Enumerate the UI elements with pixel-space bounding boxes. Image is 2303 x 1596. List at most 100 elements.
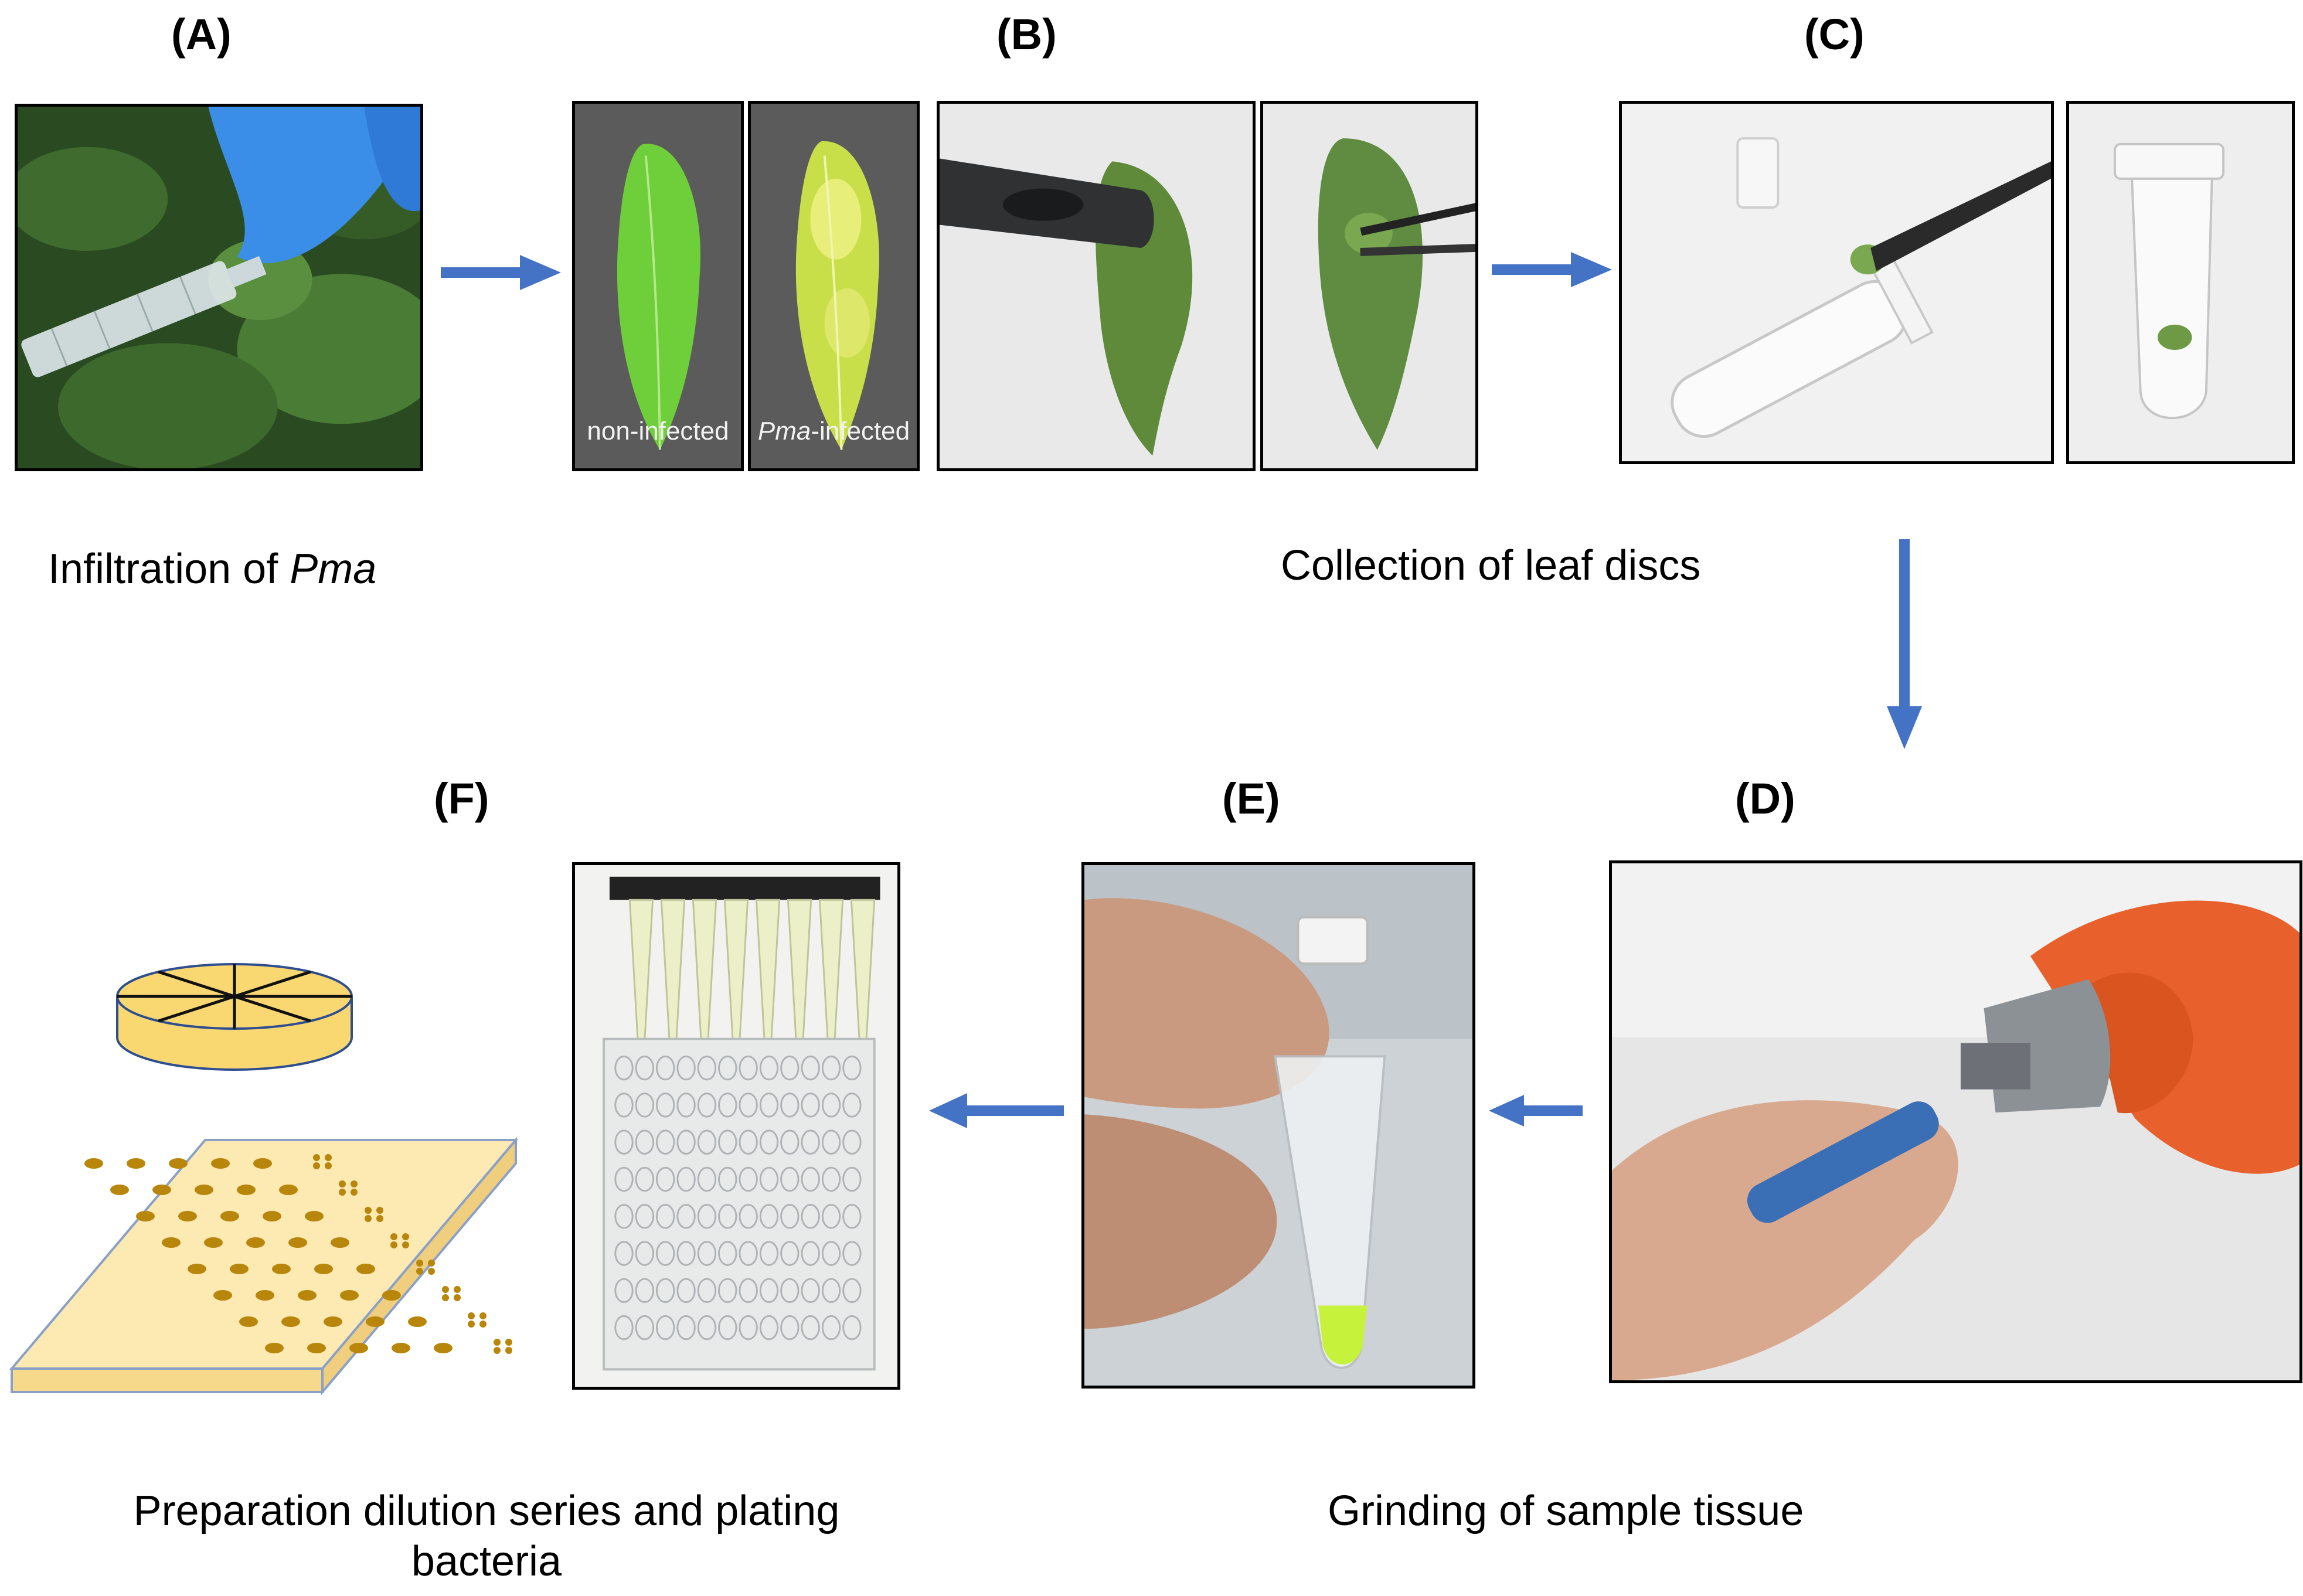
well [739, 1129, 758, 1155]
well [842, 1055, 862, 1081]
well [780, 1315, 800, 1340]
well [614, 1093, 634, 1118]
well [842, 1241, 862, 1266]
arrow-down-icon [1887, 539, 1922, 749]
well [614, 1278, 634, 1304]
colony-spot [331, 1237, 349, 1248]
colony-spot [195, 1185, 213, 1195]
colony-spot [494, 1339, 501, 1346]
colony-spot [152, 1185, 171, 1195]
colony-spot [428, 1268, 435, 1275]
well [821, 1055, 841, 1081]
agar-plate-tray-illustration [9, 1136, 519, 1396]
colony-spot [376, 1207, 383, 1214]
well [780, 1129, 800, 1155]
colony-spot [246, 1237, 265, 1248]
well [697, 1166, 717, 1192]
colony-spot [468, 1312, 475, 1319]
arrow-right-icon [1492, 252, 1612, 287]
colony-spot [454, 1286, 461, 1293]
well [655, 1315, 675, 1340]
well [655, 1166, 675, 1192]
well [801, 1166, 820, 1192]
colony-spot [392, 1343, 410, 1353]
photo-homogenate-tube [1081, 862, 1475, 1389]
well [718, 1241, 737, 1266]
well [718, 1315, 737, 1340]
well [780, 1241, 800, 1266]
photo-infiltration [15, 104, 423, 471]
photo-leaf-infected: Pma-infected [748, 101, 920, 471]
well [801, 1055, 820, 1081]
well [801, 1093, 820, 1118]
well [718, 1166, 737, 1192]
well [759, 1315, 779, 1340]
colony-spot [402, 1241, 409, 1248]
well [697, 1241, 717, 1266]
well [759, 1241, 779, 1266]
well [718, 1055, 737, 1081]
well [780, 1204, 800, 1229]
colony-spot [390, 1241, 397, 1248]
well [676, 1055, 696, 1081]
well [801, 1241, 820, 1266]
well [780, 1278, 800, 1304]
colony-spot [428, 1260, 435, 1267]
well [697, 1204, 717, 1229]
well [739, 1315, 758, 1340]
colony-spot [188, 1264, 206, 1274]
well [635, 1315, 655, 1340]
colony-spot [349, 1343, 368, 1353]
colony-spot [454, 1294, 461, 1301]
colony-spot [382, 1290, 401, 1301]
well [655, 1129, 675, 1155]
label-d: (D) [1735, 774, 1795, 823]
colony-spot [211, 1158, 230, 1169]
well [821, 1204, 841, 1229]
well [739, 1166, 758, 1192]
well [759, 1278, 779, 1304]
well [697, 1055, 717, 1081]
well [821, 1241, 841, 1266]
well [842, 1315, 862, 1340]
well [780, 1166, 800, 1192]
arrow-right-icon [441, 255, 561, 290]
well [718, 1278, 737, 1304]
well [676, 1241, 696, 1266]
colony-spot [376, 1215, 383, 1222]
colony-spot [494, 1347, 501, 1354]
well [635, 1093, 655, 1118]
colony-spot [356, 1264, 375, 1274]
well [697, 1315, 717, 1340]
well [655, 1204, 675, 1229]
colony-spot [390, 1233, 397, 1240]
well [801, 1315, 820, 1340]
colony-spot [325, 1162, 332, 1169]
leaf-caption-infected: Pma-infected [757, 417, 910, 445]
colony-spot [178, 1211, 197, 1221]
colony-spot [253, 1158, 272, 1169]
label-e: (E) [1222, 774, 1280, 823]
well [821, 1315, 841, 1340]
well [718, 1093, 737, 1118]
colony-spot [366, 1316, 385, 1327]
well [821, 1129, 841, 1155]
photo-96-well-plate [572, 862, 900, 1390]
label-b: (B) [996, 10, 1057, 59]
label-c: (C) [1804, 10, 1865, 59]
well [635, 1055, 655, 1081]
colony-spot [434, 1343, 453, 1353]
well [635, 1166, 655, 1192]
leaf-caption-non-infected: non-infected [587, 417, 729, 445]
colony-spot [314, 1264, 333, 1274]
colony-spot [313, 1162, 320, 1169]
caption-collection: Collection of leaf discs [1281, 542, 1701, 589]
colony-spot [351, 1189, 358, 1196]
colony-spot [272, 1264, 291, 1274]
colony-spot [442, 1294, 449, 1301]
well [739, 1055, 758, 1081]
label-a: (A) [171, 10, 232, 59]
photo-leaf-disc-tweezers [1260, 101, 1478, 471]
caption-preparation: Preparation dilution series and plating … [133, 1488, 840, 1585]
well [821, 1093, 841, 1118]
